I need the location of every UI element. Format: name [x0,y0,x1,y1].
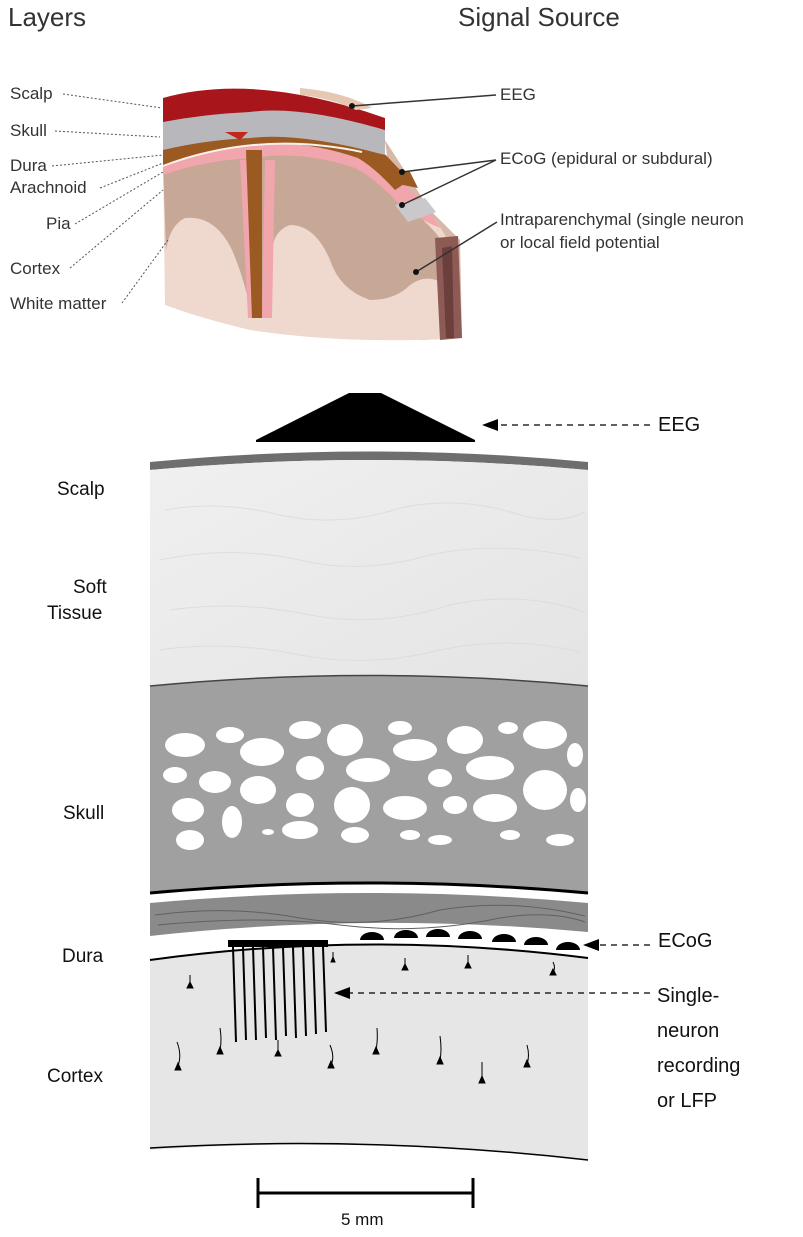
signal-source-header: Signal Source [458,2,620,32]
top-label-white-matter: White matter [10,294,107,313]
skull-layer [163,108,385,155]
bottom-label-cortex: Cortex [47,1066,103,1087]
top-source-intraparenchymal-2: or local field potential [500,233,660,252]
cortex-layer [163,142,452,318]
microelectrode-array [228,940,328,1043]
bottom-label-dura: Dura [62,946,104,967]
scale-bar-label: 5 mm [341,1210,384,1229]
top-label-dura: Dura [10,156,47,175]
cortex-band [150,944,588,1160]
top-source-ecog: ECoG (epidural or subdural) [500,149,713,168]
ecog-plate-epidural [390,168,418,188]
skull-diploe-spaces [163,721,586,850]
top-label-scalp: Scalp [10,84,53,103]
bottom-label-scalp: Scalp [57,479,105,500]
top-label-pia: Pia [46,214,71,233]
bottom-source-single-2: neuron [657,1020,720,1042]
top-label-arachnoid: Arachnoid [10,178,87,197]
bottom-source-eeg: EEG [658,414,701,436]
arrowheads [334,419,599,999]
layer-leader-lines [51,93,169,304]
top-source-eeg: EEG [500,85,536,104]
scalp-layer [163,88,385,130]
top-source-intraparenchymal-1: Intraparenchymal (single neuron [500,210,744,229]
cortical-neurons [174,952,557,1084]
dura-band [150,893,588,936]
scalp-band [150,451,588,470]
layers-header: Layers [8,2,87,32]
soft-tissue-band [150,460,588,686]
brain-cross-section-illustration [162,88,462,341]
ecog-electrodes [360,929,580,950]
scale-bar [256,1178,475,1208]
bottom-label-soft: Soft [73,577,107,598]
source-pointer-lines [351,94,498,273]
skull-band [150,675,588,893]
top-label-cortex: Cortex [10,259,61,278]
bottom-source-single-3: recording [657,1055,741,1077]
bottom-label-tissue: Tissue [47,603,103,624]
bottom-source-single-1: Single- [657,985,720,1007]
bottom-source-ecog: ECoG [658,930,713,952]
eeg-electrode [256,393,475,440]
top-label-skull: Skull [10,121,47,140]
bottom-source-single-4: or LFP [657,1090,718,1112]
bottom-label-skull: Skull [63,803,105,824]
